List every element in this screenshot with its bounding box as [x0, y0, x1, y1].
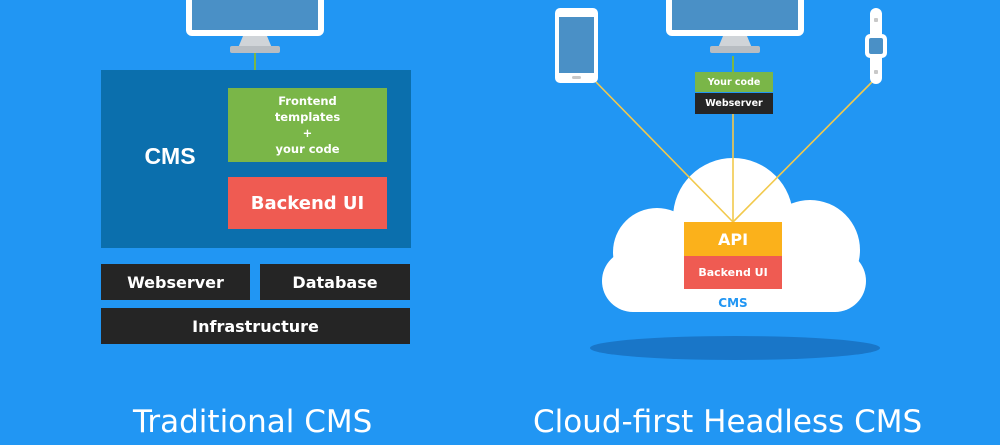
- headless-webserver-box: Webserver: [695, 93, 773, 114]
- desktop-monitor-icon: [180, 0, 330, 58]
- frontend-templates-box: Frontend templates + your code: [228, 88, 387, 162]
- backend-ui-box: Backend UI: [228, 177, 387, 229]
- headless-webserver-label: Webserver: [705, 98, 763, 109]
- headless-backend-ui-label: Backend UI: [698, 266, 768, 279]
- desktop-monitor-icon: [660, 0, 810, 58]
- monitor-connector-line: [254, 53, 256, 70]
- database-label: Database: [292, 272, 378, 292]
- your-code-box: Your code: [695, 72, 773, 92]
- webserver-label: Webserver: [127, 272, 224, 292]
- infrastructure-label: Infrastructure: [192, 316, 319, 336]
- cloud-shadow: [590, 336, 880, 360]
- infrastructure-box: Infrastructure: [101, 308, 410, 344]
- smartwatch-icon: [864, 8, 888, 84]
- smartphone-icon: [555, 8, 598, 83]
- api-box: API: [684, 222, 782, 256]
- your-code-label: Your code: [707, 76, 761, 88]
- cloud-cms-label: CMS: [718, 296, 748, 310]
- traditional-cms-caption: Traditional CMS: [133, 404, 373, 440]
- frontend-line-2: templates: [274, 110, 341, 124]
- database-box: Database: [260, 264, 410, 300]
- cms-label: CMS: [144, 142, 196, 169]
- api-label: API: [717, 229, 749, 249]
- headless-cms-caption: Cloud-first Headless CMS: [533, 404, 923, 440]
- webserver-box: Webserver: [101, 264, 250, 300]
- frontend-line-3: +: [302, 126, 313, 140]
- frontend-line-4: your code: [275, 142, 340, 156]
- frontend-line-1: Frontend: [278, 94, 337, 108]
- backend-ui-label: Backend UI: [250, 192, 365, 214]
- headless-backend-ui-box: Backend UI: [684, 256, 782, 289]
